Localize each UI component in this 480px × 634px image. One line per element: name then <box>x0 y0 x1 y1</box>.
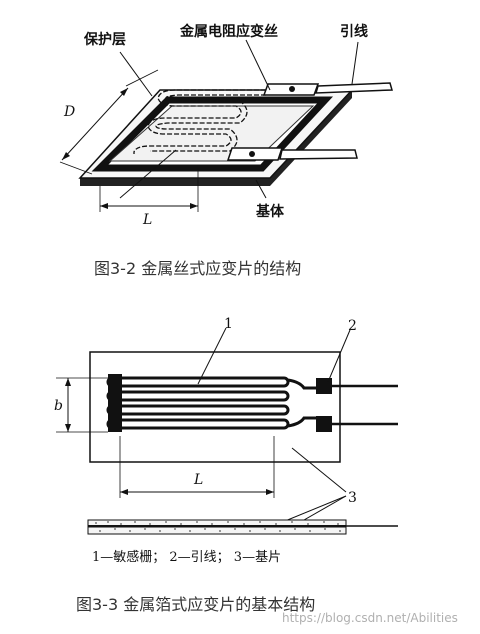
caption-figure-3-3: 图3-3 金属箔式应变片的基本结构 <box>76 595 315 614</box>
dim-L2-arrow-right <box>266 489 274 495</box>
label-wire-gauge: 金属电阻应变丝 <box>179 23 278 40</box>
wire-grid-outer <box>133 89 266 154</box>
dim-D-ext-bottom <box>59 161 93 175</box>
dim-b-label: b <box>54 398 63 414</box>
substrate-right-face <box>270 90 352 186</box>
label-substrate: 基体 <box>256 203 285 220</box>
lower-lead-wire <box>279 149 358 160</box>
dim-D-arrow-top <box>120 88 128 96</box>
leader-substrate-2 <box>255 179 267 199</box>
upper-lead-wire <box>314 82 393 94</box>
dim-L2-arrow-left <box>120 489 128 495</box>
wire-strain-gauge-figure: D L 保护层 金属电阻应变丝 引线 基体 图3-2 金属丝式应变片的结构 <box>59 23 393 278</box>
lower-solder-dot <box>249 151 255 157</box>
cross-section <box>87 519 398 535</box>
callout-1: 1 <box>224 316 233 332</box>
dim-D-ext-top <box>125 69 159 87</box>
foil-strain-gauge-figure: b L 1 2 3 <box>54 316 398 614</box>
dim-D-line <box>61 87 129 161</box>
lower-foil-tab <box>316 416 332 432</box>
leader-callout-3a <box>291 447 347 493</box>
dim-L-arrow-left <box>100 203 108 209</box>
leader-callout-2 <box>327 329 351 383</box>
leader-lead-wire <box>351 41 359 85</box>
dim-b-arrow-bottom <box>65 424 71 432</box>
substrate-side-face <box>80 178 270 186</box>
dim-L-label: L <box>142 212 152 228</box>
dim-D-label: D <box>63 104 75 120</box>
upper-foil-tab <box>316 378 332 394</box>
callout-3: 3 <box>348 490 357 506</box>
watermark: https://blog.csdn.net/Abilities <box>282 611 458 625</box>
dim-b-arrow-top <box>65 378 71 386</box>
leader-protective-layer <box>119 51 153 97</box>
legend-text: 1—敏感栅； 2—引线； 3—基片 <box>92 549 281 565</box>
dim-L-arrow-right <box>190 203 198 209</box>
leader-wire-gauge <box>245 39 271 91</box>
label-protective-layer: 保护层 <box>83 31 126 48</box>
leader-callout-1 <box>197 327 227 385</box>
caption-figure-3-2: 图3-2 金属丝式应变片的结构 <box>94 259 301 278</box>
label-lead-wire: 引线 <box>340 23 368 40</box>
dim-L2-label: L <box>193 472 203 488</box>
upper-solder-dot <box>289 86 295 92</box>
callout-2: 2 <box>348 318 357 334</box>
leader-substrate-1 <box>119 149 177 199</box>
wire-grid-inner <box>150 94 266 152</box>
dim-D-arrow-bottom <box>62 152 70 160</box>
sensitive-grid <box>106 374 318 432</box>
